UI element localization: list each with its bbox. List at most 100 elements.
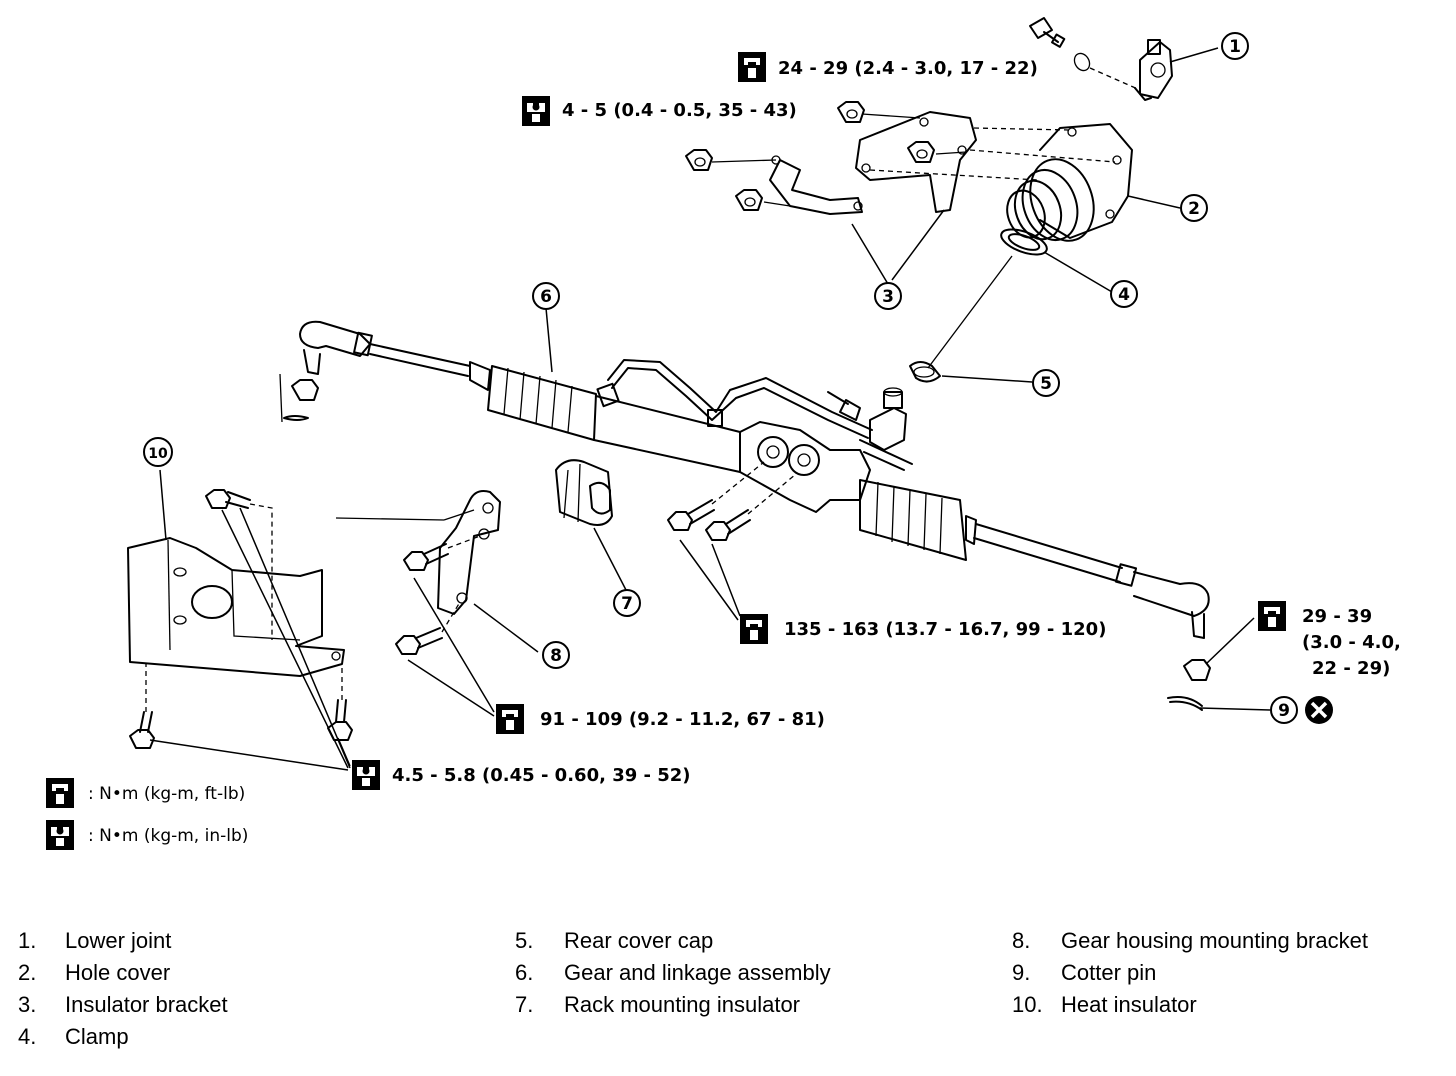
callout-leader [159,469,167,541]
bracket-bolt-part [395,535,481,655]
callout-1: 1 [1221,32,1249,60]
list-item: 7. Rack mounting insulator [515,989,955,1021]
part-number: 9. [1012,960,1031,985]
nut-part [685,101,967,211]
clamp-part [1000,228,1048,256]
parts-list: 1. Lower joint 2. Hole cover 3. Insulator b… [0,925,1456,1065]
callout-number: 7 [621,594,633,614]
part-name: Lower joint [65,928,172,953]
part-name: Gear housing mounting bracket [1061,928,1368,953]
callout-10: 10 [143,437,173,467]
callout-8: 8 [542,641,570,669]
callout-4: 4 [1110,280,1138,308]
torque-spec-heat-insulator: 4.5 - 5.8 (0.45 - 0.60, 39 - 52) [352,760,691,790]
list-item: 5.Rear cover cap [515,925,955,957]
callout-leader [149,507,351,771]
callout-leader [851,209,945,285]
list-item: 2. Hole cover [18,957,438,989]
part-number: 1. [18,928,37,953]
torque-value: 4 - 5 (0.4 - 0.5, 35 - 43) [562,100,797,121]
hole-cover-part [1006,123,1133,242]
callout-5: 5 [1032,369,1060,397]
callout-2: 2 [1180,194,1208,222]
part-number: 4. [18,1024,37,1049]
callout-leader [1043,251,1113,293]
list-item: 4. Clamp [18,1021,438,1053]
callout-number: 2 [1188,199,1200,219]
lower-joint-part [1029,17,1173,101]
callout-leader [1169,47,1219,63]
rack-mounting-insulator-part [555,459,613,526]
callout-leader [1127,195,1181,209]
callout-number: 9 [1278,701,1290,721]
assembly-line [927,255,1013,369]
torque-spec-tie-rod-nut: 29 - 39 (3.0 - 4.0, 22 - 29) [1258,601,1401,679]
list-item: 6. Gear and linkage assembly [515,957,955,989]
callout-leader [593,527,627,591]
callout-9: 9 [1270,696,1298,724]
part-number: 5. [515,928,534,953]
part-name: Clamp [65,1024,129,1049]
assembly-line [335,509,475,521]
part-number: 6. [515,960,534,985]
part-name: Rack mounting insulator [564,992,801,1017]
torque-value: 91 - 109 (9.2 - 11.2, 67 - 81) [540,709,825,730]
torque-value: 135 - 163 (13.7 - 16.7, 99 - 120) [784,619,1106,640]
assembly-line [279,373,283,423]
callout-leader [1199,707,1271,711]
torque-spec-lower-joint: 24 - 29 (2.4 - 3.0, 17 - 22) [738,52,1038,82]
callout-7: 7 [613,589,641,617]
callout-number: 1 [1229,37,1241,57]
torque-value-line3: 22 - 29) [1312,658,1390,679]
torque-spec-bracket-bolt: 91 - 109 (9.2 - 11.2, 67 - 81) [496,704,825,734]
parts-list-column-3: 8.Gear housing mounting bracket 9.Cotter… [1012,925,1442,1021]
torque-value-line2: (3.0 - 4.0, [1302,632,1401,653]
torque-value: 24 - 29 (2.4 - 3.0, 17 - 22) [778,58,1038,79]
part-number: 3. [18,992,37,1017]
callout-3: 3 [874,282,902,310]
gear-linkage-assembly-part [283,320,1210,639]
callout-leader [473,603,539,653]
wrench-filled-icon [352,760,380,790]
wrench-open-icon [46,778,74,808]
callout-6: 6 [532,282,560,310]
gear-housing-mounting-bracket-part [437,490,501,615]
callout-leader [1205,617,1255,665]
list-item: 9.Cotter pin [1012,957,1442,989]
rear-cover-cap-part [909,361,941,383]
replace-x-icon [1305,696,1333,724]
gear-housing-bolt-part [667,461,797,541]
wrench-open-icon [738,52,766,82]
list-item: 10.Heat insulator [1012,989,1442,1021]
part-name: Hole cover [65,960,171,985]
wrench-open-icon [496,704,524,734]
legend-ft-lb: : N•m (kg-m, ft-lb) [46,778,245,808]
wrench-open-icon [1258,601,1286,631]
parts-list-column-2: 5.Rear cover cap 6. Gear and linkage asse… [515,925,955,1021]
legend-in-lb: : N•m (kg-m, in-lb) [46,820,248,850]
wrench-filled-icon [46,820,74,850]
part-name: Gear and linkage assembly [564,960,831,985]
list-item: 8.Gear housing mounting bracket [1012,925,1442,957]
callout-number: 3 [882,287,894,307]
part-name: Insulator bracket [65,992,228,1017]
list-item: 1. Lower joint [18,925,438,957]
callout-leader [941,375,1033,383]
torque-value-line1: 29 - 39 [1302,606,1372,627]
list-item: 3. Insulator bracket [18,989,438,1021]
callout-number: 10 [148,446,168,462]
part-number: 2. [18,960,37,985]
callout-number: 8 [550,646,562,666]
torque-spec-insulator-bracket: 4 - 5 (0.4 - 0.5, 35 - 43) [522,96,797,126]
part-number: 10. [1012,992,1043,1017]
insulator-bracket-part [769,111,1116,215]
callout-number: 5 [1040,374,1052,394]
torque-value: 4.5 - 5.8 (0.45 - 0.60, 39 - 52) [392,765,691,786]
legend-label: : N•m (kg-m, ft-lb) [88,784,245,804]
wrench-open-icon [740,614,768,644]
torque-spec-gear-housing: 135 - 163 (13.7 - 16.7, 99 - 120) [740,614,1106,644]
callout-leader [545,307,553,373]
cotter-pin-part [1167,659,1211,711]
part-number: 7. [515,992,534,1017]
